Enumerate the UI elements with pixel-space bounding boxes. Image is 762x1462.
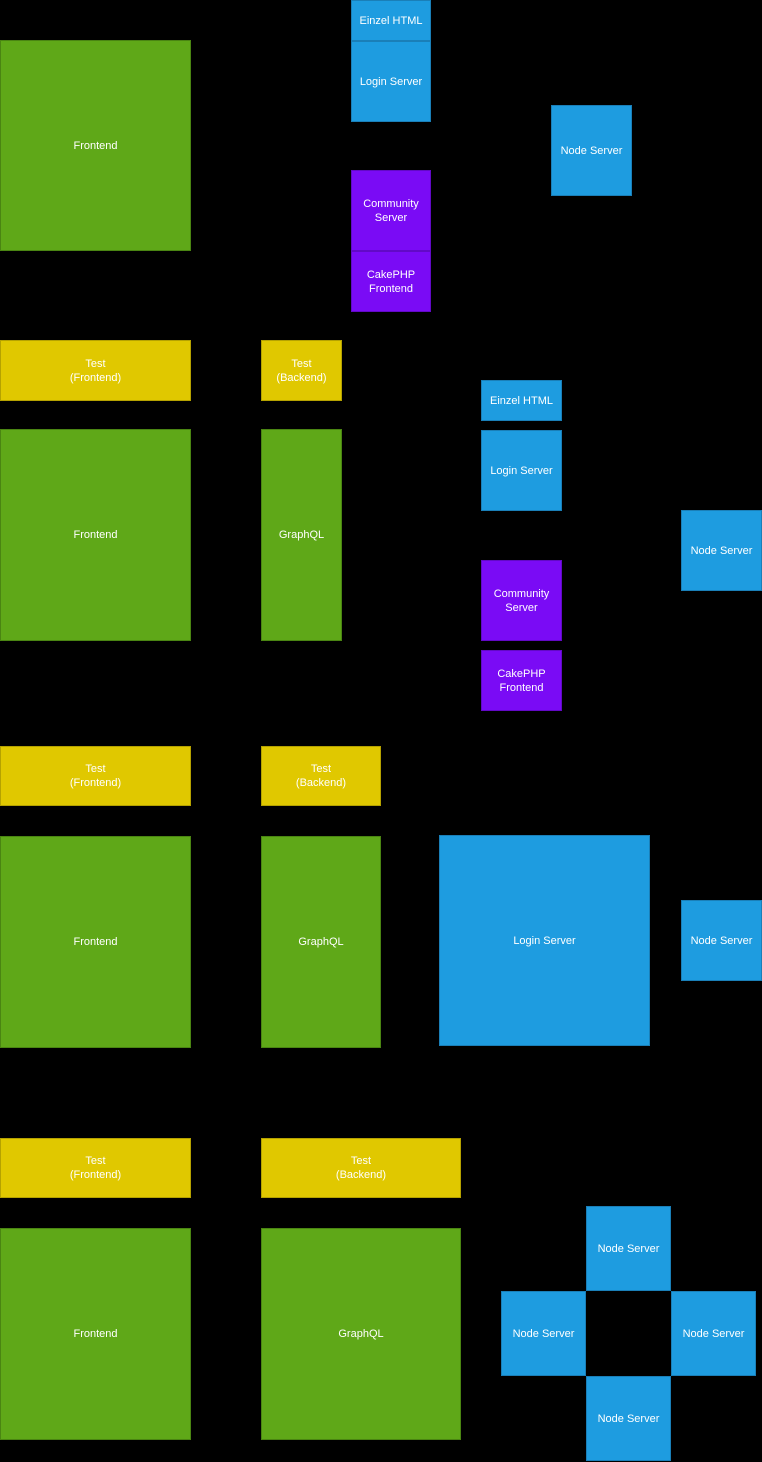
diagram-node-label: Test (Frontend): [69, 357, 122, 384]
diagram-node-label: Community Server: [493, 587, 550, 614]
diagram-node-n18[interactable]: Frontend: [0, 836, 191, 1048]
diagram-node-n8[interactable]: Test (Backend): [261, 340, 342, 401]
diagram-node-n25[interactable]: GraphQL: [261, 1228, 461, 1440]
diagram-node-n10[interactable]: GraphQL: [261, 429, 342, 641]
diagram-node-label: Test (Backend): [335, 1155, 387, 1181]
diagram-node-label: CakePHP Frontend: [497, 667, 546, 694]
diagram-node-label: Login Server: [513, 934, 576, 947]
diagram-node-n29[interactable]: Node Server: [586, 1376, 671, 1461]
diagram-node-n4[interactable]: Node Server: [551, 105, 632, 196]
diagram-node-n3[interactable]: Login Server: [351, 41, 431, 122]
diagram-node-n24[interactable]: Frontend: [0, 1228, 191, 1440]
diagram-node-n11[interactable]: Einzel HTML: [481, 380, 562, 421]
diagram-node-n13[interactable]: Node Server: [681, 510, 762, 591]
diagram-node-n20[interactable]: Login Server: [439, 835, 650, 1046]
diagram-node-n1[interactable]: Frontend: [0, 40, 191, 251]
diagram-node-label: Login Server: [490, 464, 553, 477]
diagram-node-n23[interactable]: Test (Backend): [261, 1138, 461, 1198]
diagram-node-label: Frontend: [73, 936, 118, 948]
diagram-node-n28[interactable]: Node Server: [671, 1291, 756, 1376]
diagram-node-label: Frontend: [73, 1328, 118, 1340]
diagram-node-label: GraphQL: [278, 529, 325, 541]
diagram-node-n12[interactable]: Login Server: [481, 430, 562, 511]
diagram-node-label: Login Server: [359, 75, 423, 88]
diagram-node-label: Node Server: [682, 1327, 745, 1340]
diagram-node-n9[interactable]: Frontend: [0, 429, 191, 641]
diagram-node-n14[interactable]: Community Server: [481, 560, 562, 641]
diagram-node-n16[interactable]: Test (Frontend): [0, 746, 191, 806]
diagram-node-n7[interactable]: Test (Frontend): [0, 340, 191, 401]
diagram-node-n19[interactable]: GraphQL: [261, 836, 381, 1048]
diagram-node-n2[interactable]: Einzel HTML: [351, 0, 431, 41]
diagram-node-label: Test (Backend): [276, 357, 327, 384]
diagram-node-label: Node Server: [597, 1242, 660, 1255]
diagram-node-n27[interactable]: Node Server: [501, 1291, 586, 1376]
diagram-node-label: Node Server: [597, 1412, 660, 1425]
diagram-node-label: Community Server: [363, 197, 419, 224]
diagram-node-label: Test (Backend): [295, 763, 347, 789]
diagram-node-label: Node Server: [560, 144, 623, 157]
diagram-node-label: Node Server: [690, 544, 753, 557]
diagram-node-n6[interactable]: CakePHP Frontend: [351, 251, 431, 312]
diagram-node-label: Einzel HTML: [359, 14, 423, 27]
diagram-node-n15[interactable]: CakePHP Frontend: [481, 650, 562, 711]
diagram-node-label: Frontend: [73, 139, 118, 152]
diagram-node-label: Test (Frontend): [69, 1155, 122, 1181]
diagram-node-label: GraphQL: [338, 1328, 384, 1340]
diagram-node-label: Einzel HTML: [490, 394, 553, 407]
diagram-node-n26[interactable]: Node Server: [586, 1206, 671, 1291]
diagram-node-label: GraphQL: [298, 936, 344, 948]
diagram-node-n17[interactable]: Test (Backend): [261, 746, 381, 806]
diagram-node-label: Node Server: [512, 1327, 575, 1340]
diagram-node-n5[interactable]: Community Server: [351, 170, 431, 251]
diagram-node-label: Node Server: [690, 934, 753, 947]
diagram-node-label: Test (Frontend): [69, 763, 122, 789]
diagram-node-n21[interactable]: Node Server: [681, 900, 762, 981]
diagram-node-label: CakePHP Frontend: [366, 268, 416, 295]
diagram-node-label: Frontend: [73, 529, 118, 541]
diagram-node-n22[interactable]: Test (Frontend): [0, 1138, 191, 1198]
